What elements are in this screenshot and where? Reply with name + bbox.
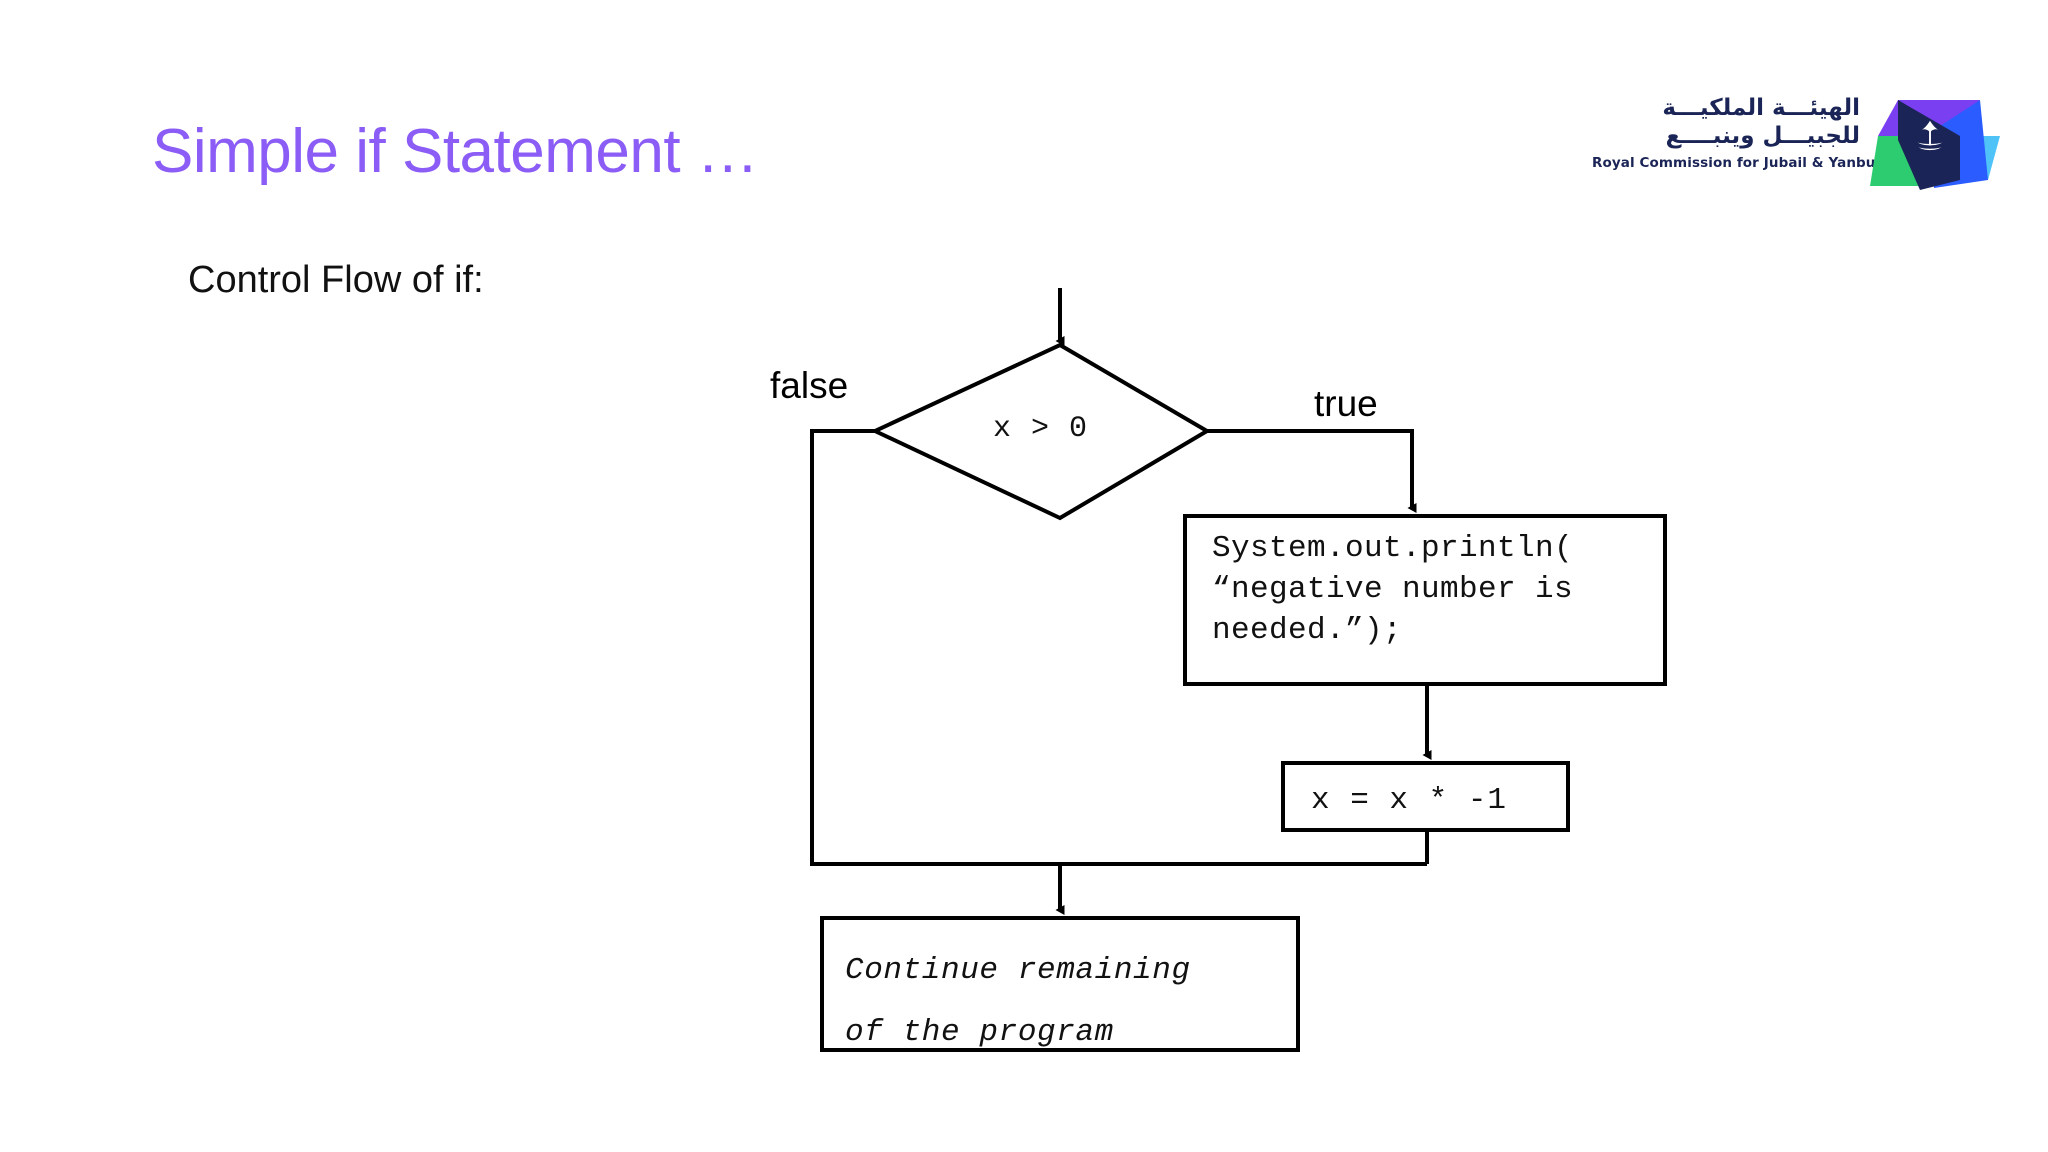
logo-english-name: Royal Commission for Jubail & Yanbu bbox=[1592, 155, 1876, 172]
continue-node-text: Continue remaining of the program bbox=[845, 953, 1191, 1050]
branch-label-true: true bbox=[1314, 383, 1378, 424]
logo-emblem-icon bbox=[1870, 100, 2000, 190]
page-title: Simple if Statement … bbox=[152, 117, 759, 186]
continue-node-shape bbox=[820, 916, 1300, 1052]
branch-label-false: false bbox=[770, 365, 849, 406]
assign-node-text: x = x * -1 bbox=[1311, 783, 1508, 818]
edge-decision-true bbox=[1207, 429, 1417, 513]
decision-node-shape bbox=[870, 342, 1211, 521]
logo-arabic-line-2: للجبيـــل وينبــــع bbox=[1665, 123, 1860, 150]
edge-decision-false bbox=[810, 429, 1427, 866]
decision-node-text: x > 0 bbox=[993, 412, 1089, 446]
println-node-text: System.out.println( “negative number is … bbox=[1212, 531, 1574, 649]
logo-arabic-line-1: الهيئـــة الملكيـــة bbox=[1662, 95, 1860, 121]
organization-logo: الهيئـــة الملكيـــة للجبيـــل وينبــــع… bbox=[1592, 78, 2000, 198]
subtitle-text: Control Flow of if: bbox=[188, 259, 484, 301]
logo-wordmark: الهيئـــة الملكيـــة للجبيـــل وينبــــع… bbox=[1592, 94, 1876, 173]
